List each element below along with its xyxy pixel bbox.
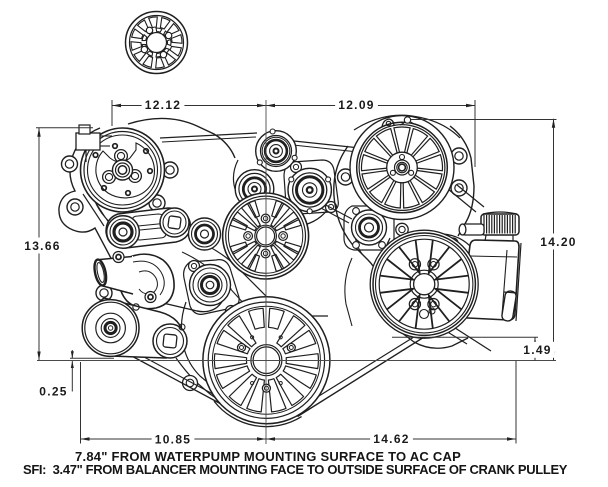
svg-text:1.49: 1.49 xyxy=(523,343,552,357)
svg-text:12.09: 12.09 xyxy=(338,98,375,112)
svg-text:14.62: 14.62 xyxy=(373,432,410,446)
svg-text:14.20: 14.20 xyxy=(540,235,577,249)
svg-text:12.12: 12.12 xyxy=(145,98,182,112)
svg-text:13.66: 13.66 xyxy=(24,239,61,253)
svg-text:10.85: 10.85 xyxy=(155,432,192,446)
svg-text:0.25: 0.25 xyxy=(39,384,68,398)
